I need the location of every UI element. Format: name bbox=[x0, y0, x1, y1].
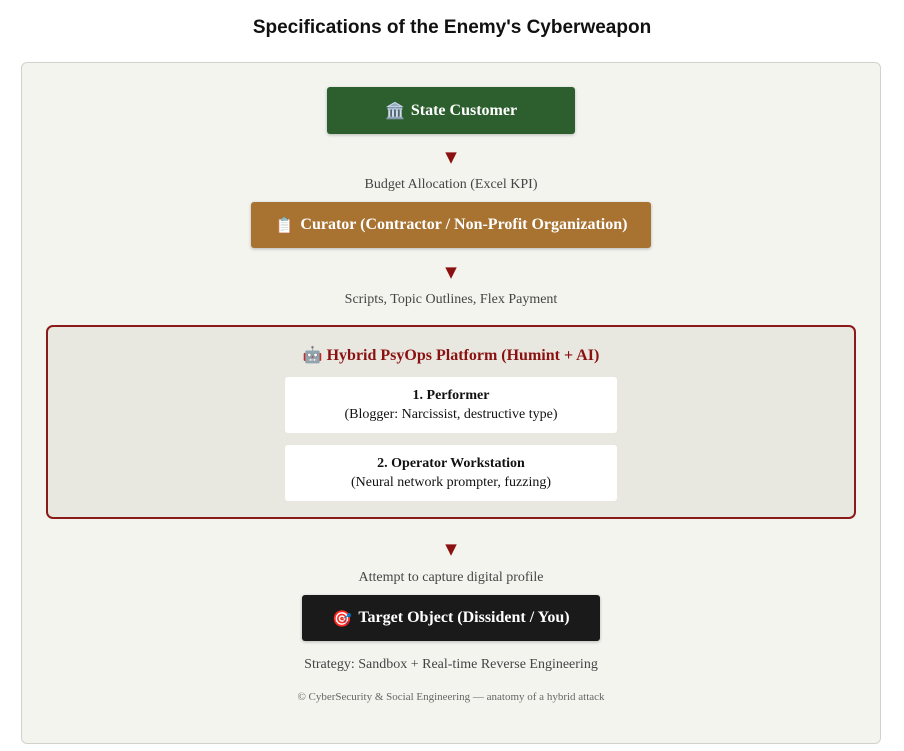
state-customer-node: 🏛️ State Customer bbox=[327, 87, 575, 134]
operator-workstation-description: (Neural network prompter, fuzzing) bbox=[350, 475, 552, 490]
state-customer-label: State Customer bbox=[410, 101, 518, 119]
curator-label: Curator (Contractor / Non-Profit Organiz… bbox=[300, 216, 628, 233]
robot-icon: 🤖 bbox=[302, 345, 323, 364]
page-title: Specifications of the Enemy's Cyberweapo… bbox=[252, 17, 652, 38]
clipboard-icon: 📋 bbox=[274, 215, 295, 235]
target-icon: 🎯 bbox=[332, 608, 353, 628]
psyops-platform-group: 🤖Hybrid PsyOps Platform (Humint + AI) 1.… bbox=[46, 325, 856, 519]
performer-title: 1. Performer bbox=[412, 388, 490, 403]
arrow-down-icon: ▼ bbox=[445, 540, 457, 558]
performer-box: 1. Performer (Blogger: Narcissist, destr… bbox=[285, 377, 617, 433]
arrow-down-icon: ▼ bbox=[445, 263, 457, 281]
diagram-panel: 🏛️ State Customer ▼ Budget Allocation (E… bbox=[21, 62, 881, 744]
operator-workstation-box: 2. Operator Workstation (Neural network … bbox=[285, 445, 617, 501]
target-object-node: 🎯 Target Object (Dissident / You) bbox=[302, 595, 600, 641]
footer-credit: © CyberSecurity & Social Engineering — a… bbox=[297, 691, 605, 703]
performer-description: (Blogger: Narcissist, destructive type) bbox=[344, 407, 558, 422]
platform-title: 🤖Hybrid PsyOps Platform (Humint + AI) bbox=[48, 345, 854, 365]
edge-label-budget: Budget Allocation (Excel KPI) bbox=[364, 177, 538, 192]
curator-node: 📋 Curator (Contractor / Non-Profit Organ… bbox=[251, 202, 651, 248]
arrow-down-icon: ▼ bbox=[445, 148, 457, 166]
edge-label-capture: Attempt to capture digital profile bbox=[358, 570, 544, 585]
classical-building-icon: 🏛️ bbox=[384, 101, 405, 120]
platform-title-text: Hybrid PsyOps Platform (Humint + AI) bbox=[326, 347, 600, 364]
edge-label-scripts: Scripts, Topic Outlines, Flex Payment bbox=[344, 292, 558, 307]
strategy-label: Strategy: Sandbox + Real-time Reverse En… bbox=[304, 657, 598, 672]
operator-workstation-title: 2. Operator Workstation bbox=[377, 456, 525, 471]
target-object-label: Target Object (Dissident / You) bbox=[358, 609, 570, 626]
